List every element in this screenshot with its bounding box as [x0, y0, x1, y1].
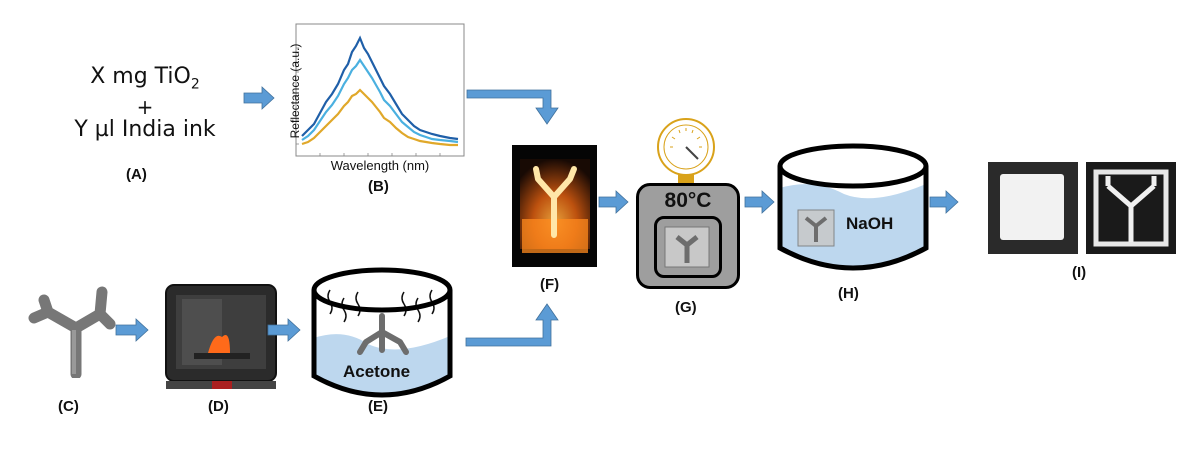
label-g: (G)	[675, 299, 697, 316]
label-a: (A)	[126, 166, 147, 183]
label-d: (D)	[208, 398, 229, 415]
graph-xlabel: Wavelength (nm)	[330, 158, 430, 173]
arrow-e-f	[465, 303, 559, 347]
photo-final-channels	[1086, 162, 1176, 254]
oven-temperature: 80°C	[664, 189, 712, 212]
formula-line2: Y µl India ink	[74, 117, 216, 143]
pressure-gauge-icon	[657, 118, 715, 183]
photo-final-opaque	[988, 162, 1078, 254]
label-e: (E)	[368, 398, 388, 415]
oven-chamber	[654, 216, 722, 278]
formula-line1: X mg TiO2	[90, 64, 200, 93]
label-h: (H)	[838, 285, 859, 302]
arrow-g-h	[744, 190, 775, 214]
channel-model-icon	[28, 286, 116, 378]
label-f: (F)	[540, 276, 560, 293]
spectrum-dark	[301, 35, 459, 141]
photo-sample	[512, 145, 597, 267]
arrow-b-f	[466, 89, 559, 125]
spectrum-gold	[301, 88, 458, 147]
formula-block: X mg TiO2 + Y µl India ink	[60, 64, 230, 143]
spectrum-light	[301, 58, 459, 144]
label-c: (C)	[58, 398, 79, 415]
arrow-a-b	[243, 86, 275, 110]
arrow-h-i	[929, 190, 959, 214]
formula-plus: +	[136, 95, 154, 120]
beaker-naoh	[777, 143, 929, 271]
arrow-d-e	[267, 318, 301, 342]
label-i: (I)	[1072, 264, 1087, 281]
arrow-f-g	[598, 190, 629, 214]
beaker-naoh-label: NaOH	[846, 214, 894, 233]
mould-cube-icon	[664, 226, 710, 268]
graph-ticks	[296, 47, 441, 156]
oven: 80°C	[636, 183, 740, 289]
beaker-acetone	[311, 267, 453, 398]
beaker-acetone-label: Acetone	[343, 362, 411, 381]
reflectance-graph	[295, 23, 465, 157]
arrow-c-d	[115, 318, 149, 342]
printer-3d-icon	[165, 284, 277, 389]
label-b: (B)	[368, 178, 389, 195]
